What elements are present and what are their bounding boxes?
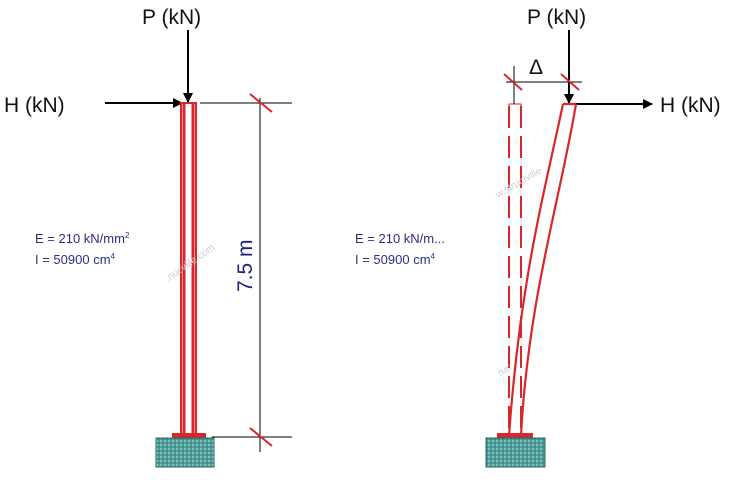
inertia-label: I = 50900 cm4 bbox=[35, 252, 116, 267]
deflection-label: Δ bbox=[529, 56, 543, 79]
load-p-label: P (kN) bbox=[527, 6, 586, 29]
height-dimension bbox=[200, 93, 292, 452]
deflected-column bbox=[497, 102, 578, 438]
base-support bbox=[485, 437, 546, 468]
original-column-dashed bbox=[508, 103, 522, 436]
load-h-label: H (kN) bbox=[4, 94, 65, 117]
modulus-label: E = 210 kN/m... bbox=[355, 231, 445, 246]
modulus-label: E = 210 kN/mm2 bbox=[35, 231, 130, 246]
watermark: w.structville bbox=[493, 165, 544, 201]
height-label: 7.5 m bbox=[234, 239, 257, 292]
load-p-label: P (kN) bbox=[142, 6, 201, 29]
base-support bbox=[155, 437, 215, 468]
load-h-label: H (kN) bbox=[660, 94, 721, 117]
watermark-2: ruc bbox=[496, 362, 514, 378]
deflection-dimension bbox=[503, 66, 582, 104]
column bbox=[172, 102, 206, 438]
left-column-figure: P (kN) H (kN) 7.5 m E = 210 kN/mm2 I = 5… bbox=[4, 6, 292, 468]
inertia-label: I = 50900 cm4 bbox=[355, 252, 436, 267]
right-column-figure: P (kN) H (kN) Δ E = 210 kN/m... I = 5090… bbox=[355, 6, 721, 468]
